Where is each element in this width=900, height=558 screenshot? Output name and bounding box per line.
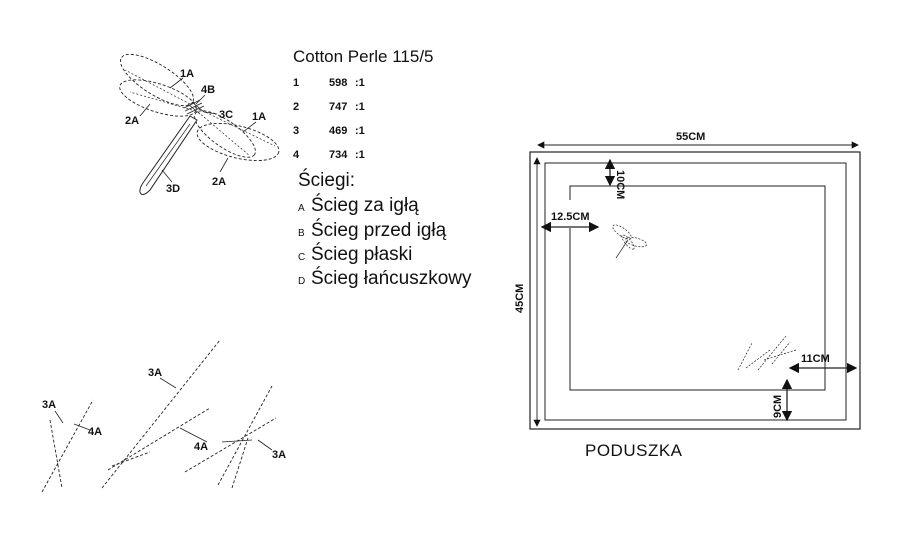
pillow-outer-edge: [529, 151, 861, 430]
grass-leader-lines: [54, 377, 273, 451]
label-2a-left: 2A: [125, 115, 139, 127]
stitch-item-c: C Ścieg płaski: [298, 244, 412, 266]
pillow-height-label: 45CM: [514, 284, 526, 313]
thread-ratio: :1: [355, 125, 365, 137]
small-grass-motif: [737, 335, 797, 371]
grass-pattern: [41, 339, 277, 493]
thread-code: 598: [329, 77, 348, 89]
thread-number: 3: [293, 125, 300, 137]
wing-upper-left: [120, 53, 194, 107]
bottom-margin-label: 9CM: [772, 395, 784, 418]
pillow-width-label: 55CM: [676, 131, 705, 143]
stitch-item-b: B Ścieg przed igłą: [298, 220, 446, 242]
wing-lower-right: [194, 110, 256, 158]
thorax: [183, 99, 205, 115]
top-margin-label: 10CM: [614, 170, 626, 199]
right-margin-label: 11CM: [801, 353, 830, 365]
thread-ratio: :1: [355, 101, 365, 113]
thread-code: 734: [329, 149, 348, 161]
grass-label-3a-1: 3A: [42, 399, 56, 411]
small-dragonfly-motif: [612, 224, 648, 259]
label-1a-right: 1A: [252, 111, 266, 123]
label-3c: 3C: [219, 109, 233, 121]
stitch-name: Ścieg łańcuszkowy: [311, 268, 472, 289]
thread-legend-title: Cotton Perle 115/5: [293, 47, 434, 66]
label-1a-top: 1A: [180, 68, 194, 80]
stitches-title: Ściegi:: [298, 170, 356, 191]
thread-number: 1: [293, 77, 300, 89]
stitch-item-d: D Ścieg łańcuszkowy: [298, 268, 472, 290]
wing-upper-right: [196, 122, 280, 162]
stitch-key: A: [298, 203, 305, 214]
left-margin-label: 12.5CM: [551, 211, 590, 223]
stitch-name: Ścieg przed igłą: [311, 220, 447, 241]
stitch-name: Ścieg za igłą: [311, 195, 419, 216]
label-2a-bottom: 2A: [212, 176, 226, 188]
thread-code: 469: [329, 125, 348, 137]
label-3d: 3D: [166, 183, 180, 195]
pillow-diagram: [529, 141, 861, 430]
thread-ratio: :1: [355, 77, 365, 89]
thread-number: 2: [293, 101, 300, 113]
stitch-name: Ścieg płaski: [311, 244, 413, 265]
stitch-key: C: [298, 252, 306, 263]
stitch-item-a: A Ścieg za igłą: [298, 195, 419, 217]
grass-label-4a-2: 4A: [194, 441, 208, 453]
dragonfly-pattern: [119, 53, 280, 196]
thread-number: 4: [293, 149, 300, 161]
stitch-key: D: [298, 276, 306, 287]
thread-code: 747: [329, 101, 348, 113]
grass-label-3a-3: 3A: [272, 449, 286, 461]
pillow-inner-border: [544, 162, 847, 421]
grass-label-4a-1: 4A: [88, 426, 102, 438]
embroidery-area-frame: [569, 185, 826, 391]
stitch-key: B: [298, 228, 305, 239]
grass-label-3a-2: 3A: [148, 367, 162, 379]
thread-ratio: :1: [355, 149, 365, 161]
label-4b: 4B: [201, 84, 215, 96]
pillow-title: PODUSZKA: [585, 441, 683, 460]
